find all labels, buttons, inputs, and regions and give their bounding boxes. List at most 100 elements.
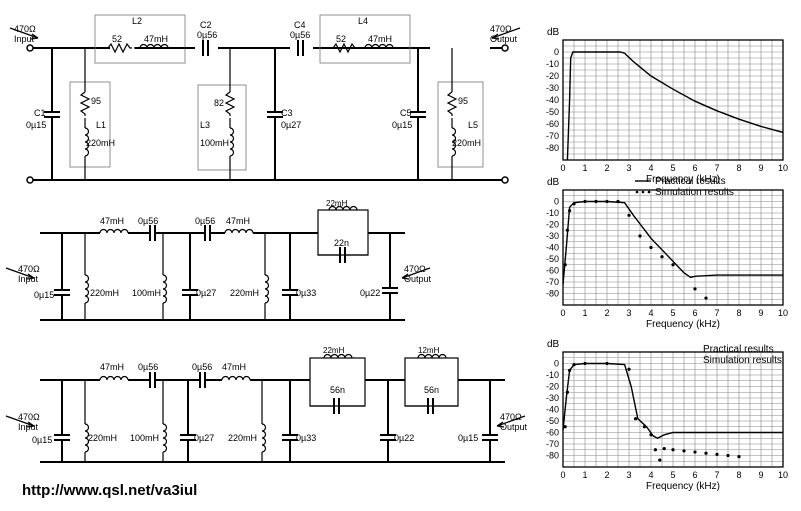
y-tick-label: -20 [546,220,559,230]
y-tick-label: -70 [546,277,559,287]
c2-series-1: 0µ56 [138,216,158,226]
c3-shunt-4: 220mH [228,433,257,443]
trap3b-l: 12mH [418,346,440,355]
series-point [682,449,686,453]
L4-l: 47mH [368,34,392,44]
trap3b-c: 56n [424,385,439,395]
L5-l: 220mH [452,138,481,148]
x-tick-label: 10 [778,163,788,173]
x-tick-label: 6 [692,163,697,173]
x-tick-label: 6 [692,470,697,480]
x-tick-label: 0 [560,163,565,173]
x-tick-label: 9 [758,163,763,173]
y-tick-label: -50 [546,416,559,426]
c3-series-3: 47mH [222,362,246,372]
c2-shunt-2: 100mH [132,288,161,298]
series-point [693,287,697,291]
series-point [594,199,598,204]
L2-l: 47mH [144,34,168,44]
L2-box [94,14,186,64]
series-line [566,51,784,161]
C2-name: C2 [200,20,212,30]
L1-l: 220mH [86,138,115,148]
series-point [693,450,697,454]
x-tick-label: 10 [778,308,788,318]
y-tick-label: -30 [546,83,559,93]
plot-frame [562,39,784,161]
legend-label: Simulation results [703,355,782,366]
legend-swatch [641,190,645,194]
c2-series-0: 47mH [100,216,124,226]
y-tick-label: -40 [546,405,559,415]
y-tick-label: -50 [546,254,559,264]
x-tick-label: 8 [736,163,741,173]
C4-value: 0µ56 [290,30,310,40]
legend-swatch [635,190,639,194]
x-tick-label: 2 [604,163,609,173]
y-tick-label: -10 [546,370,559,380]
L4-box [319,14,411,64]
input-terminal [26,44,34,52]
C5-value: 0µ15 [392,120,412,130]
series-point [726,453,730,458]
legend-label: Practical results [703,344,774,355]
series-point [653,448,658,452]
x-tick-label: 9 [758,308,763,318]
series-point [583,361,587,366]
L1-name: L1 [96,120,106,130]
legend-label: Practical results [655,176,726,187]
series-point [671,448,675,452]
L4-name: L4 [358,16,368,26]
c3-shunt-6: 0µ22 [394,433,414,443]
y-tick-label: -80 [546,289,559,299]
series-point [563,425,567,429]
c3-series-2: 0µ56 [192,362,212,372]
series-point [634,417,638,421]
c3-shunt-3: 0µ27 [194,433,214,443]
c2-shunt-4: 220mH [230,288,259,298]
y-tick-label: -60 [546,119,559,129]
c3-shunt-0: 0µ15 [32,435,52,445]
x-tick-label: 1 [582,163,587,173]
C1-value: 0µ15 [26,120,46,130]
L2-name: L2 [132,16,142,26]
series-point [658,458,662,462]
series-point [638,234,642,238]
series-point [649,245,653,250]
series-point [568,368,572,372]
C2-value: 0µ56 [197,30,217,40]
x-tick-label: 1 [582,308,587,318]
x-axis-label: Frequency (kHz) [646,481,720,492]
series-point [616,199,620,204]
c2-shunt-6: 0µ22 [360,288,380,298]
c3-series-0: 47mH [100,362,124,372]
y-tick-label: -70 [546,439,559,449]
trap-3a [309,357,366,407]
x-tick-label: 8 [736,308,741,318]
x-tick-label: 4 [648,470,653,480]
y-tick-label: -40 [546,95,559,105]
L5-r: 95 [458,96,468,106]
L5-name: L5 [468,120,478,130]
plot-frame [562,189,784,306]
series-point [583,199,587,204]
series-point [572,202,576,206]
x-tick-label: 3 [626,308,631,318]
ground-terminal [501,176,509,184]
x-tick-label: 0 [560,308,565,318]
y-tick-label: -10 [546,208,559,218]
x-tick-label: 4 [648,163,653,173]
y-axis-label: dB [547,177,560,188]
y-tick-label: -20 [546,382,559,392]
y-tick-label: 0 [554,359,559,369]
c2-shunt-3: 0µ27 [196,288,216,298]
trap-3b [404,357,459,407]
legend-label: Simulation results [655,187,734,198]
y-tick-label: -20 [546,71,559,81]
